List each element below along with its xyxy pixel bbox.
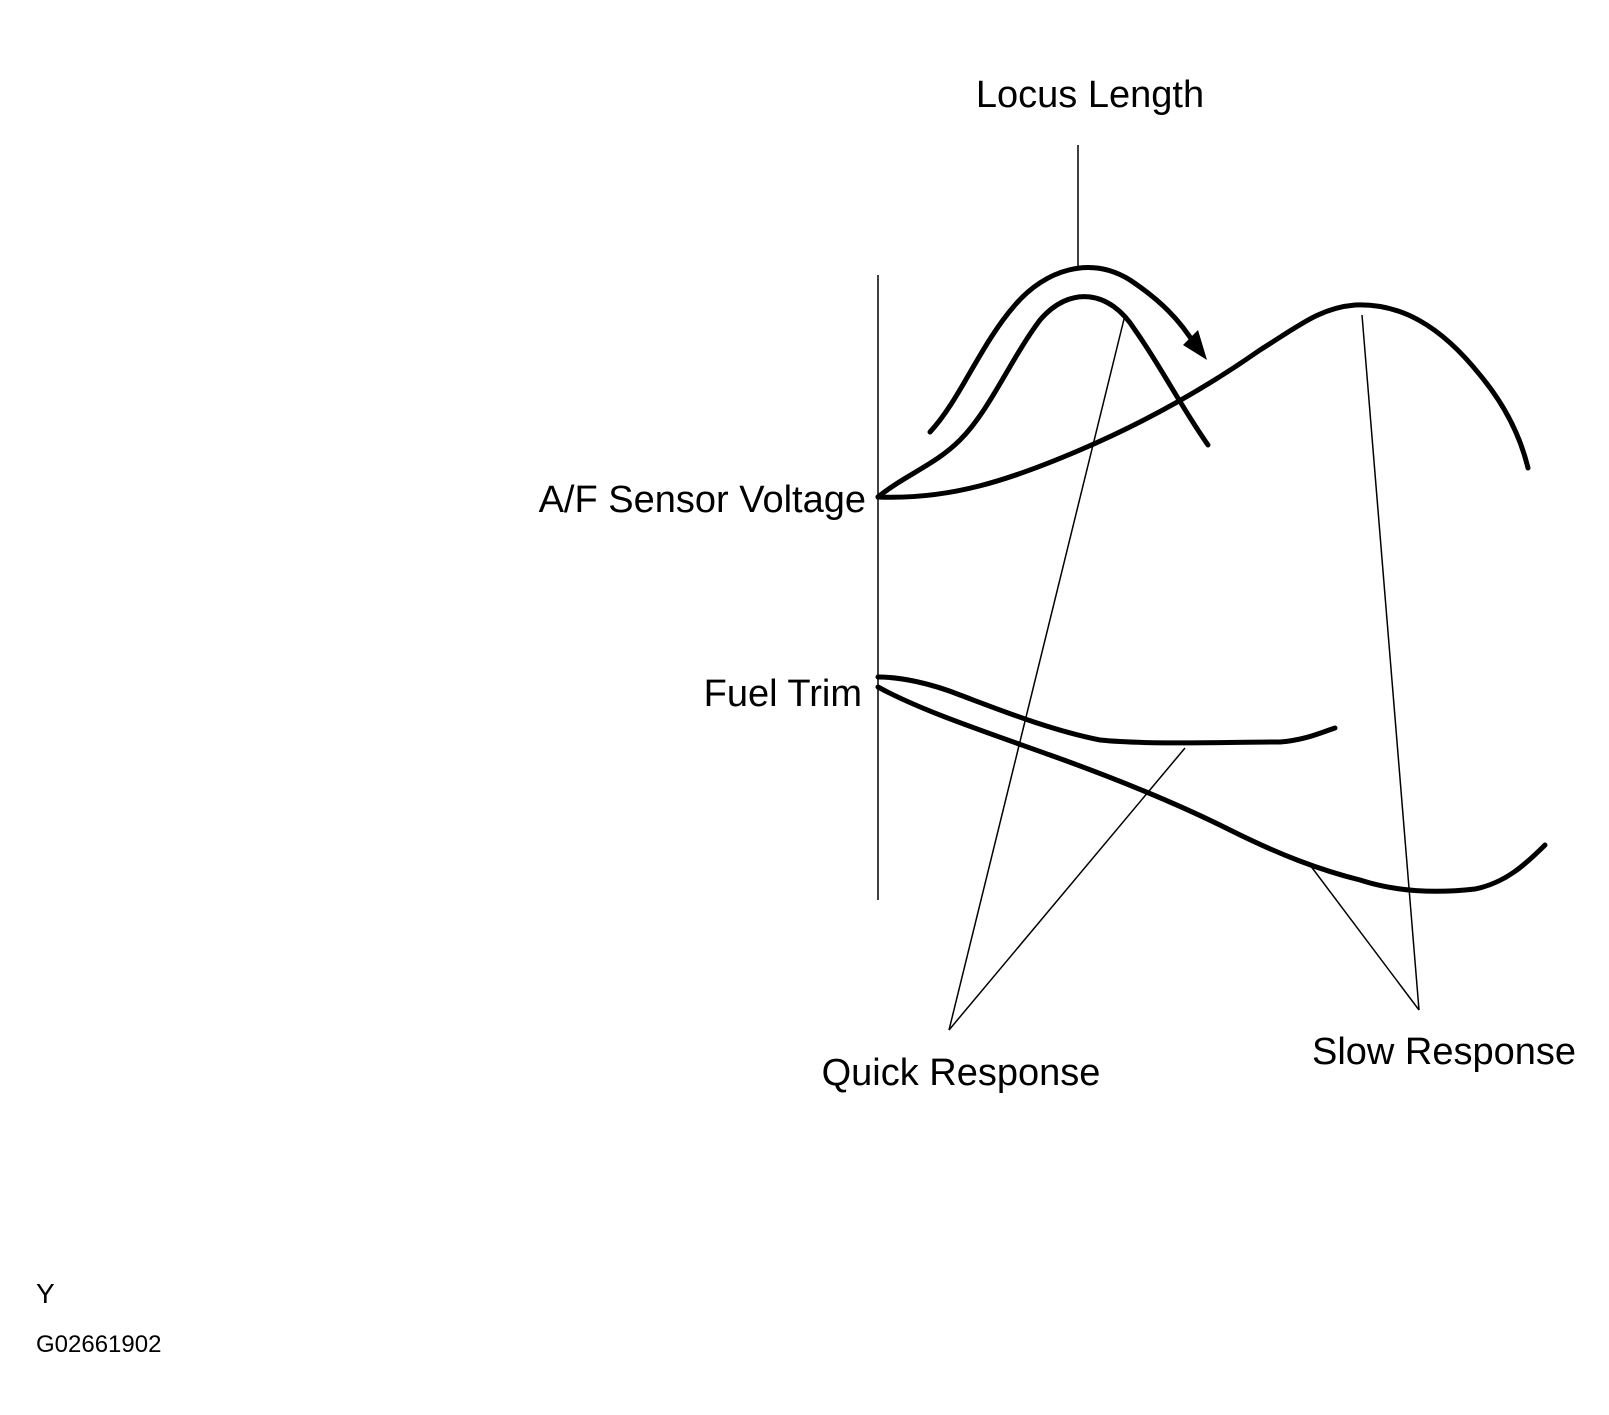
footer-letter: Y [36,1278,55,1309]
fuel-trim-label: Fuel Trim [704,673,862,715]
fuel-trim-slow-curve [875,684,1548,894]
locus-length-arrow-arc [927,265,1198,435]
quick-response-leader-upper [948,314,1126,1031]
af-voltage-slow-curve [875,302,1531,500]
af-voltage-quick-curve [875,294,1211,500]
slow-response-leader-upper [1361,314,1420,1011]
af-sensor-voltage-label: A/F Sensor Voltage [539,479,866,521]
quick-response-leader-lower [948,747,1186,1031]
locus-length-label: Locus Length [976,74,1204,116]
quick-response-label: Quick Response [822,1052,1101,1094]
figure-code: G02661902 [36,1331,161,1358]
arrowhead-icon [1183,330,1207,360]
slow-response-leader-lower [1309,864,1420,1011]
slow-response-label: Slow Response [1312,1031,1576,1073]
fuel-trim-quick-curve [875,674,1338,746]
